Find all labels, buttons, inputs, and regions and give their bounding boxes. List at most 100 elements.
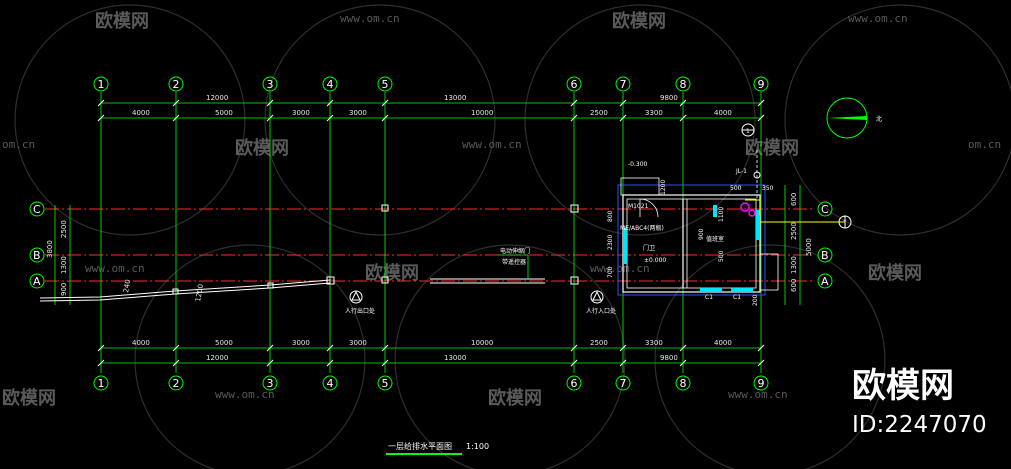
axis-bubble <box>93 76 109 92</box>
dimension-tick <box>619 99 627 107</box>
dimension-tick <box>570 114 578 122</box>
axis-label: 4 <box>327 78 334 91</box>
watermark-text: 欧模网 www.om.cn 欧模网 www.om.cn om.cn 欧模网 ww… <box>2 10 1001 409</box>
dimension-tick <box>619 114 627 122</box>
watermark-brand: 欧模网 <box>488 387 542 409</box>
watermark-brand: 欧模网 <box>2 387 56 409</box>
dimension-tick <box>266 344 274 352</box>
dim-text: 3000 <box>292 339 310 347</box>
dimension-tick <box>619 344 627 352</box>
axis-bubble <box>168 375 184 391</box>
dim-text: 3000 <box>349 339 367 347</box>
dim-text: 1200 <box>660 180 667 195</box>
dimension-tick <box>679 99 687 107</box>
gate-note-text: 电动伸缩门 <box>500 247 530 255</box>
dimension-tick <box>757 344 765 352</box>
axis-bubble <box>753 76 769 92</box>
guard-house <box>617 123 852 296</box>
dim-text: 12000 <box>206 354 228 362</box>
dimension-tick <box>381 99 389 107</box>
watermark-brand: 欧模网 <box>95 10 149 32</box>
dim-text: 600 <box>790 279 798 292</box>
dim-text: 240 <box>122 279 132 294</box>
dimension-tick <box>97 344 105 352</box>
watermark-brand: 欧模网 <box>868 262 922 284</box>
axis-bubble <box>322 375 338 391</box>
dim-text: 800 <box>607 210 614 222</box>
exit-label: 人行出口处 <box>345 307 375 315</box>
watermark-brand: 欧模网 <box>235 137 289 159</box>
axis-bubble <box>262 375 278 391</box>
axis-label: 1 <box>98 377 105 390</box>
axis-bubble <box>615 76 631 92</box>
dim-text: 9800 <box>660 354 678 362</box>
axis-label: 2 <box>173 78 180 91</box>
axis-bubble-c-left <box>29 201 45 217</box>
dimension-tick <box>570 359 578 367</box>
dim-text: 3000 <box>349 109 367 117</box>
elevation-label: ±0.000 <box>644 257 666 264</box>
dim-text: 2500 <box>590 109 608 117</box>
dim-text: 13000 <box>444 94 466 102</box>
axis-bubble-a-right <box>817 273 833 289</box>
dimension-tick <box>679 344 687 352</box>
dimension-tick <box>381 359 389 367</box>
dim-text: 10000 <box>471 109 493 117</box>
axis-label: 6 <box>571 377 578 390</box>
window-label: C1 <box>733 294 741 301</box>
watermark-brand: 欧模网 <box>612 10 666 32</box>
axis-bubble-b-right <box>817 247 833 263</box>
dimension-ticks <box>97 99 765 367</box>
axis-bubble <box>615 375 631 391</box>
dim-text: 4000 <box>132 339 150 347</box>
dims-left: 2500 1300 900 3800 <box>46 220 68 296</box>
axis-label: C <box>821 203 829 216</box>
axis-label: 2 <box>173 377 180 390</box>
elevation-label: -0.300 <box>628 161 648 168</box>
guard-house-labels: 门卫 值班室 ±0.000 -0.300 M1021 ME/ABC4(两瓶) J… <box>607 128 847 306</box>
dim-text: 700 <box>607 266 614 278</box>
dim-text: 900 <box>60 283 68 296</box>
gate-note-text: 带遥控器 <box>502 258 526 266</box>
dimension-tick <box>266 99 274 107</box>
dimension-tick <box>326 99 334 107</box>
dimension-tick <box>326 359 334 367</box>
dim-text: 12000 <box>206 94 228 102</box>
dim-text: 4000 <box>132 109 150 117</box>
axis-bubble <box>93 375 109 391</box>
dimension-tick <box>757 99 765 107</box>
axis-bubble <box>262 76 278 92</box>
axis-label: 9 <box>758 78 765 91</box>
brand-watermark: 欧模网 ID:2247070 <box>852 366 987 438</box>
axis-bubble <box>377 76 393 92</box>
dim-text: 5000 <box>215 109 233 117</box>
axis-label: 9 <box>758 377 765 390</box>
dimension-tick <box>757 114 765 122</box>
dim-text: 10000 <box>471 339 493 347</box>
dimension-tick <box>97 359 105 367</box>
north-label: 北 <box>876 115 882 123</box>
dimension-tick <box>266 114 274 122</box>
axis-bubble <box>168 76 184 92</box>
dims-bottom: 4000 5000 3000 3000 10000 2500 3300 4000… <box>132 339 732 362</box>
axis-label: B <box>33 249 41 262</box>
dim-text: 4000 <box>714 339 732 347</box>
section-mark: 1 <box>746 128 750 135</box>
dim-text: 1200 <box>194 283 205 302</box>
watermark-url: www.om.cn <box>728 388 788 401</box>
dimension-tick <box>619 359 627 367</box>
watermark-url: om.cn <box>968 138 1001 151</box>
axis-label: 8 <box>680 377 687 390</box>
dim-text: 3300 <box>645 109 663 117</box>
axis-label: 5 <box>382 78 389 91</box>
dim-text: 500 <box>718 250 725 262</box>
axis-label: 7 <box>620 377 627 390</box>
axis-label: 4 <box>327 377 334 390</box>
dimension-tick <box>381 344 389 352</box>
window-label: C1 <box>705 294 713 301</box>
axis-bubble <box>377 375 393 391</box>
dimension-tick <box>326 114 334 122</box>
room-label-duty: 值班室 <box>706 235 724 243</box>
dimension-tick <box>570 99 578 107</box>
axis-label: 1 <box>98 78 105 91</box>
